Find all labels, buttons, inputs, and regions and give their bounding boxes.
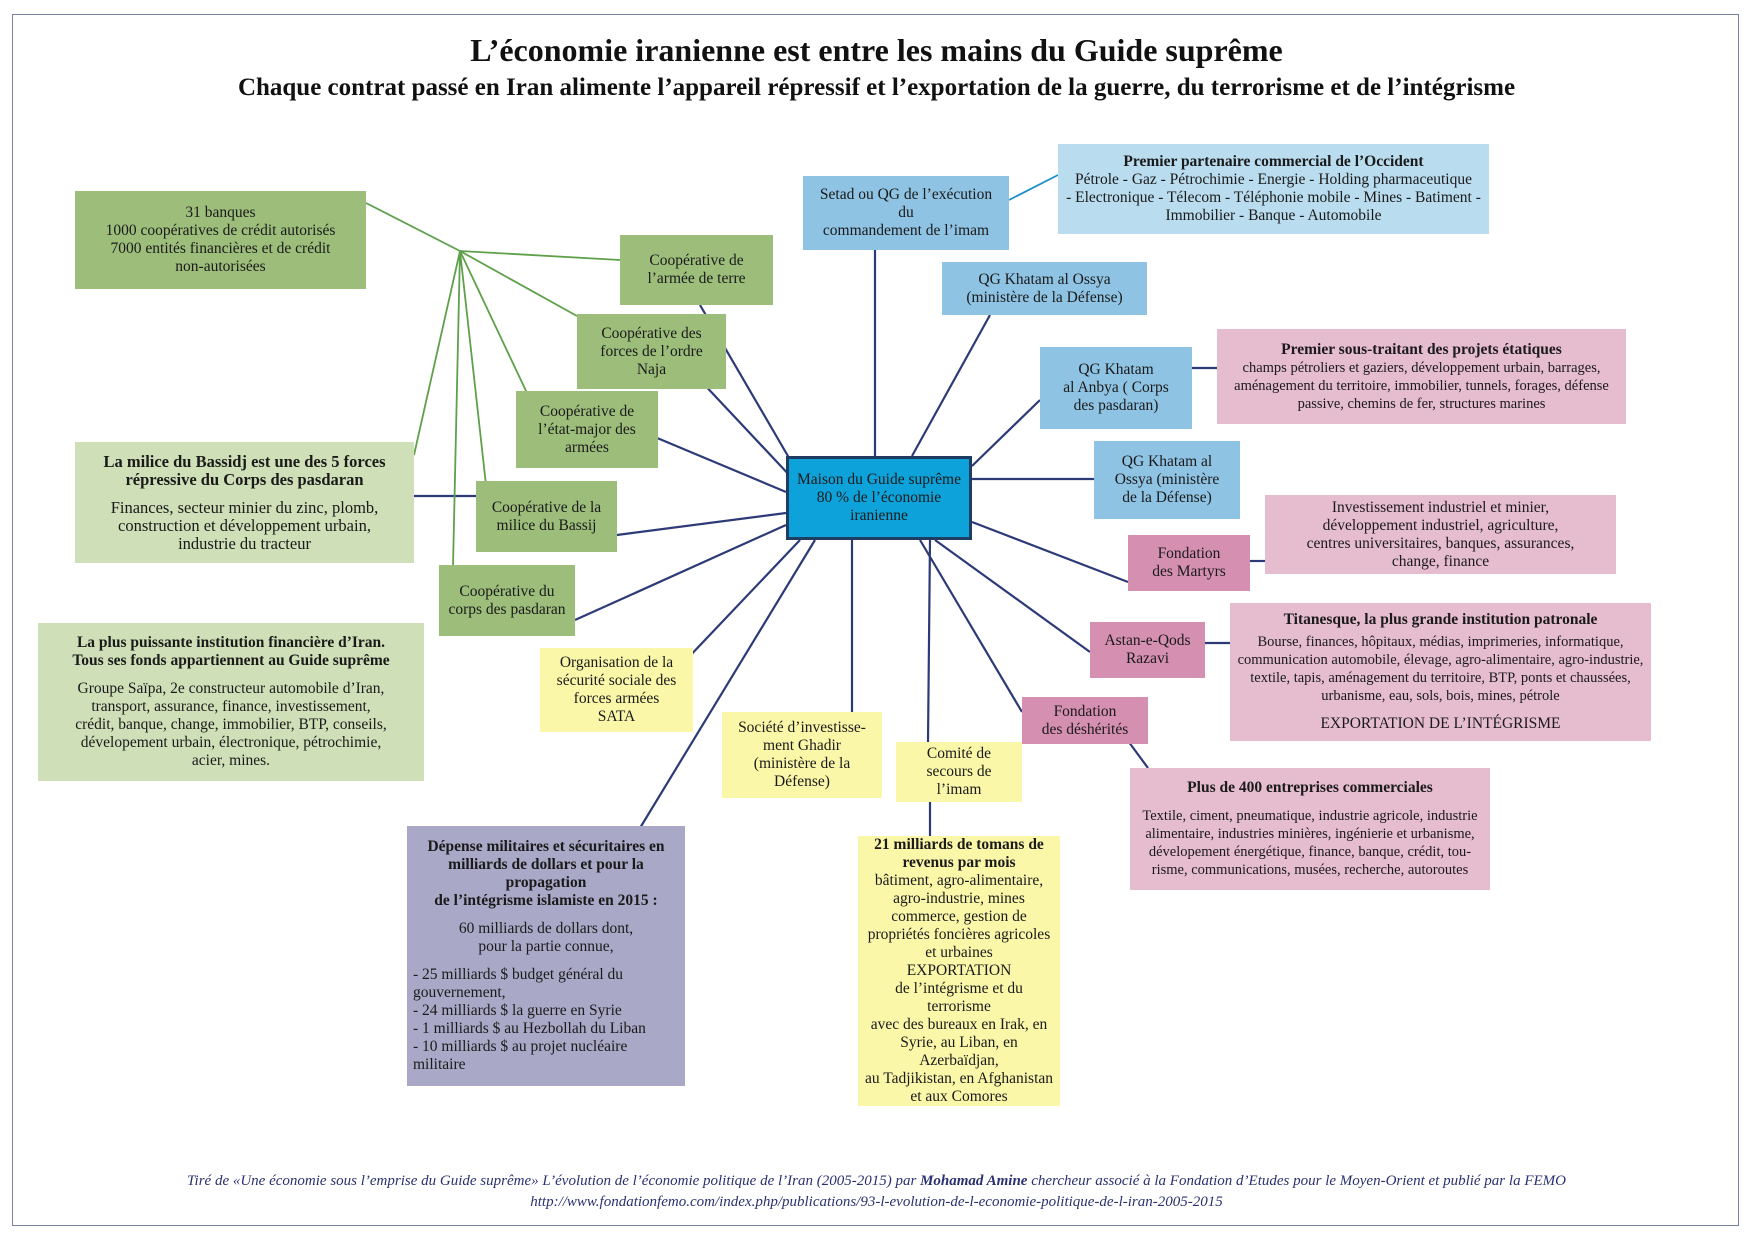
node-coop-etat-major-label: Coopérative de l’état-major des armées [538, 402, 636, 456]
link-center-khatam-ossya-top [911, 314, 991, 457]
node-bassij-info[interactable]: La milice du Bassidj est une des 5 force… [75, 442, 414, 563]
node-banks-label: 31 banques 1000 coopératives de crédit a… [105, 204, 336, 275]
center-node-label: Maison du Guide suprême 80 % de l’économ… [796, 471, 961, 524]
subcontractor-heading: Premier sous-traitant des projets étatiq… [1281, 340, 1562, 358]
source-url-link[interactable]: http://www.fondationfemo.com/index.php/p… [530, 1194, 1223, 1210]
node-coop-armee-terre[interactable]: Coopérative de l’armée de terre [620, 235, 773, 305]
node-khatam-ossya-mid-label: QG Khatam al Ossya (ministère de la Défe… [1114, 453, 1220, 506]
military-items: - 25 milliards $ budget général du gouve… [413, 966, 646, 1073]
node-fondation-martyrs[interactable]: Fondation des Martyrs [1128, 535, 1250, 591]
military-heading: Dépense militaires et sécuritaires en mi… [427, 838, 665, 909]
link-center-comite [926, 539, 932, 743]
node-coop-naja[interactable]: Coopérative des forces de l’ordre Naja [577, 314, 726, 389]
comite-info-body: bâtiment, agro-alimentaire, agro-industr… [867, 872, 1051, 961]
link-center-martyrs [971, 520, 1129, 584]
partner-body: Pétrole - Gaz - Pétrochimie - Energie - … [1066, 171, 1481, 224]
link-setad-partner [1008, 174, 1059, 201]
node-coop-bassij[interactable]: Coopérative de la milice du Bassij [476, 481, 617, 552]
node-astan-qods[interactable]: Astan-e-Qods Razavi [1090, 622, 1205, 678]
node-partner[interactable]: Premier partenaire commercial de l’Occid… [1058, 144, 1489, 234]
astan-info-body: Bourse, finances, hôpitaux, médias, impr… [1237, 634, 1644, 704]
link-hub-bassij-info [413, 250, 461, 456]
node-comite-secours-label: Comité de secours de l’imam [926, 745, 992, 798]
diagram-subtitle: Chaque contrat passé en Iran alimente l’… [237, 74, 1516, 101]
node-khatam-ossya-top-label: QG Khatam al Ossya (ministère de la Défe… [966, 270, 1123, 306]
link-center-khatam-anbya [971, 399, 1041, 467]
node-setad[interactable]: Setad ou QG de l’exécution du commandeme… [803, 176, 1009, 250]
astan-info-heading: Titanesque, la plus grande institution p… [1283, 611, 1598, 628]
military-intro: 60 milliards de dollars dont, pour la pa… [458, 920, 634, 955]
link-center-coop-bassij [616, 511, 787, 537]
node-sata-label: Organisation de la sécurité sociale des … [556, 654, 677, 725]
node-khatam-anbya-label: QG Khatam al Anbya ( Corps des pasdaran) [1063, 361, 1169, 414]
citation-prefix: Tiré de «Une économie sous l’emprise du … [187, 1173, 921, 1189]
link-hub-coop-etatmajor [459, 250, 528, 394]
citation-author: Mohamad Amine [920, 1173, 1028, 1189]
node-khatam-ossya-top[interactable]: QG Khatam al Ossya (ministère de la Défe… [942, 262, 1147, 315]
node-khatam-anbya[interactable]: QG Khatam al Anbya ( Corps des pasdaran) [1040, 347, 1192, 429]
node-astan-info[interactable]: Titanesque, la plus grande institution p… [1230, 603, 1651, 741]
partner-heading: Premier partenaire commercial de l’Occid… [1123, 153, 1424, 170]
node-military-spending[interactable]: Dépense militaires et sécuritaires en mi… [407, 826, 685, 1086]
node-ghadir-label: Société d’investisse- ment Ghadir (minis… [738, 719, 866, 790]
node-coop-pasdaran[interactable]: Coopérative du corps des pasdaran [439, 565, 575, 636]
link-center-coop-pasdaran [574, 523, 787, 622]
link-center-astan [934, 539, 1091, 653]
comite-info-heading: 21 milliards de tomans de revenus par mo… [874, 836, 1044, 871]
node-pasdaran-info[interactable]: La plus puissante institution financière… [38, 623, 424, 781]
link-center-military [639, 539, 816, 829]
link-hub-coop-terre [459, 250, 621, 261]
node-banks[interactable]: 31 banques 1000 coopératives de crédit a… [75, 191, 366, 289]
node-fondation-desherites[interactable]: Fondation des déshérités [1022, 697, 1148, 744]
desherites-info-body: Textile, ciment, pneumatique, industrie … [1142, 808, 1478, 878]
link-hub-coop-naja [459, 250, 578, 317]
node-ghadir[interactable]: Société d’investisse- ment Ghadir (minis… [722, 712, 882, 798]
node-coop-etat-major[interactable]: Coopérative de l’état-major des armées [516, 391, 658, 468]
subcontractor-body: champs pétroliers et gaziers, développem… [1234, 359, 1609, 412]
source-citation: Tiré de «Une économie sous l’emprise du … [0, 1173, 1753, 1190]
bassij-info-body: Finances, secteur minier du zinc, plomb,… [110, 497, 379, 553]
link-hub-coop-bassij [459, 250, 487, 486]
comite-info-export: EXPORTATION de l’intégrisme et du terror… [864, 962, 1054, 1105]
node-coop-naja-label: Coopérative des forces de l’ordre Naja [600, 324, 703, 378]
node-coop-bassij-label: Coopérative de la milice du Bassij [491, 498, 602, 534]
link-banks-hub [365, 202, 461, 252]
martyrs-info-body: Investissement industriel et minier, dév… [1306, 498, 1575, 570]
link-center-desherites [919, 539, 1023, 713]
node-subcontractor[interactable]: Premier sous-traitant des projets étatiq… [1217, 329, 1626, 424]
diagram-title: L’économie iranienne est entre les mains… [470, 32, 1283, 68]
link-hub-coop-pasdaran [452, 250, 461, 568]
desherites-info-heading: Plus de 400 entreprises commerciales [1187, 779, 1433, 796]
pasdaran-info-body: Groupe Saïpa, 2e constructeur automobile… [75, 680, 387, 769]
pasdaran-info-heading: La plus puissante institution financière… [72, 634, 390, 669]
node-coop-pasdaran-label: Coopérative du corps des pasdaran [448, 582, 566, 618]
node-coop-armee-terre-label: Coopérative de l’armée de terre [647, 252, 746, 287]
node-fondation-desherites-label: Fondation des déshérités [1041, 702, 1129, 738]
citation-suffix: chercheur associé à la Fondation d’Etude… [1027, 1173, 1566, 1189]
link-center-coop-etatmajor [649, 433, 787, 494]
bassij-info-heading: La milice du Bassidj est une des 5 force… [103, 451, 386, 489]
node-astan-qods-label: Astan-e-Qods Razavi [1104, 632, 1191, 667]
center-node-guide[interactable]: Maison du Guide suprême 80 % de l’économ… [786, 456, 972, 540]
link-center-sata [685, 539, 801, 661]
page-frame [12, 14, 1739, 1226]
node-desherites-info[interactable]: Plus de 400 entreprises commerciales Tex… [1130, 768, 1490, 890]
node-khatam-ossya-mid[interactable]: QG Khatam al Ossya (ministère de la Défe… [1094, 441, 1240, 519]
astan-info-export: EXPORTATION DE L’INTÉGRISME [1320, 715, 1561, 732]
node-comite-secours[interactable]: Comité de secours de l’imam [896, 742, 1022, 802]
link-center-coop-naja [699, 379, 793, 479]
node-comite-info[interactable]: 21 milliards de tomans de revenus par mo… [858, 836, 1060, 1106]
node-setad-label: Setad ou QG de l’exécution du commandeme… [819, 186, 993, 239]
node-fondation-martyrs-label: Fondation des Martyrs [1152, 545, 1226, 580]
node-martyrs-info[interactable]: Investissement industriel et minier, dév… [1265, 495, 1616, 574]
node-sata[interactable]: Organisation de la sécurité sociale des … [540, 648, 693, 732]
